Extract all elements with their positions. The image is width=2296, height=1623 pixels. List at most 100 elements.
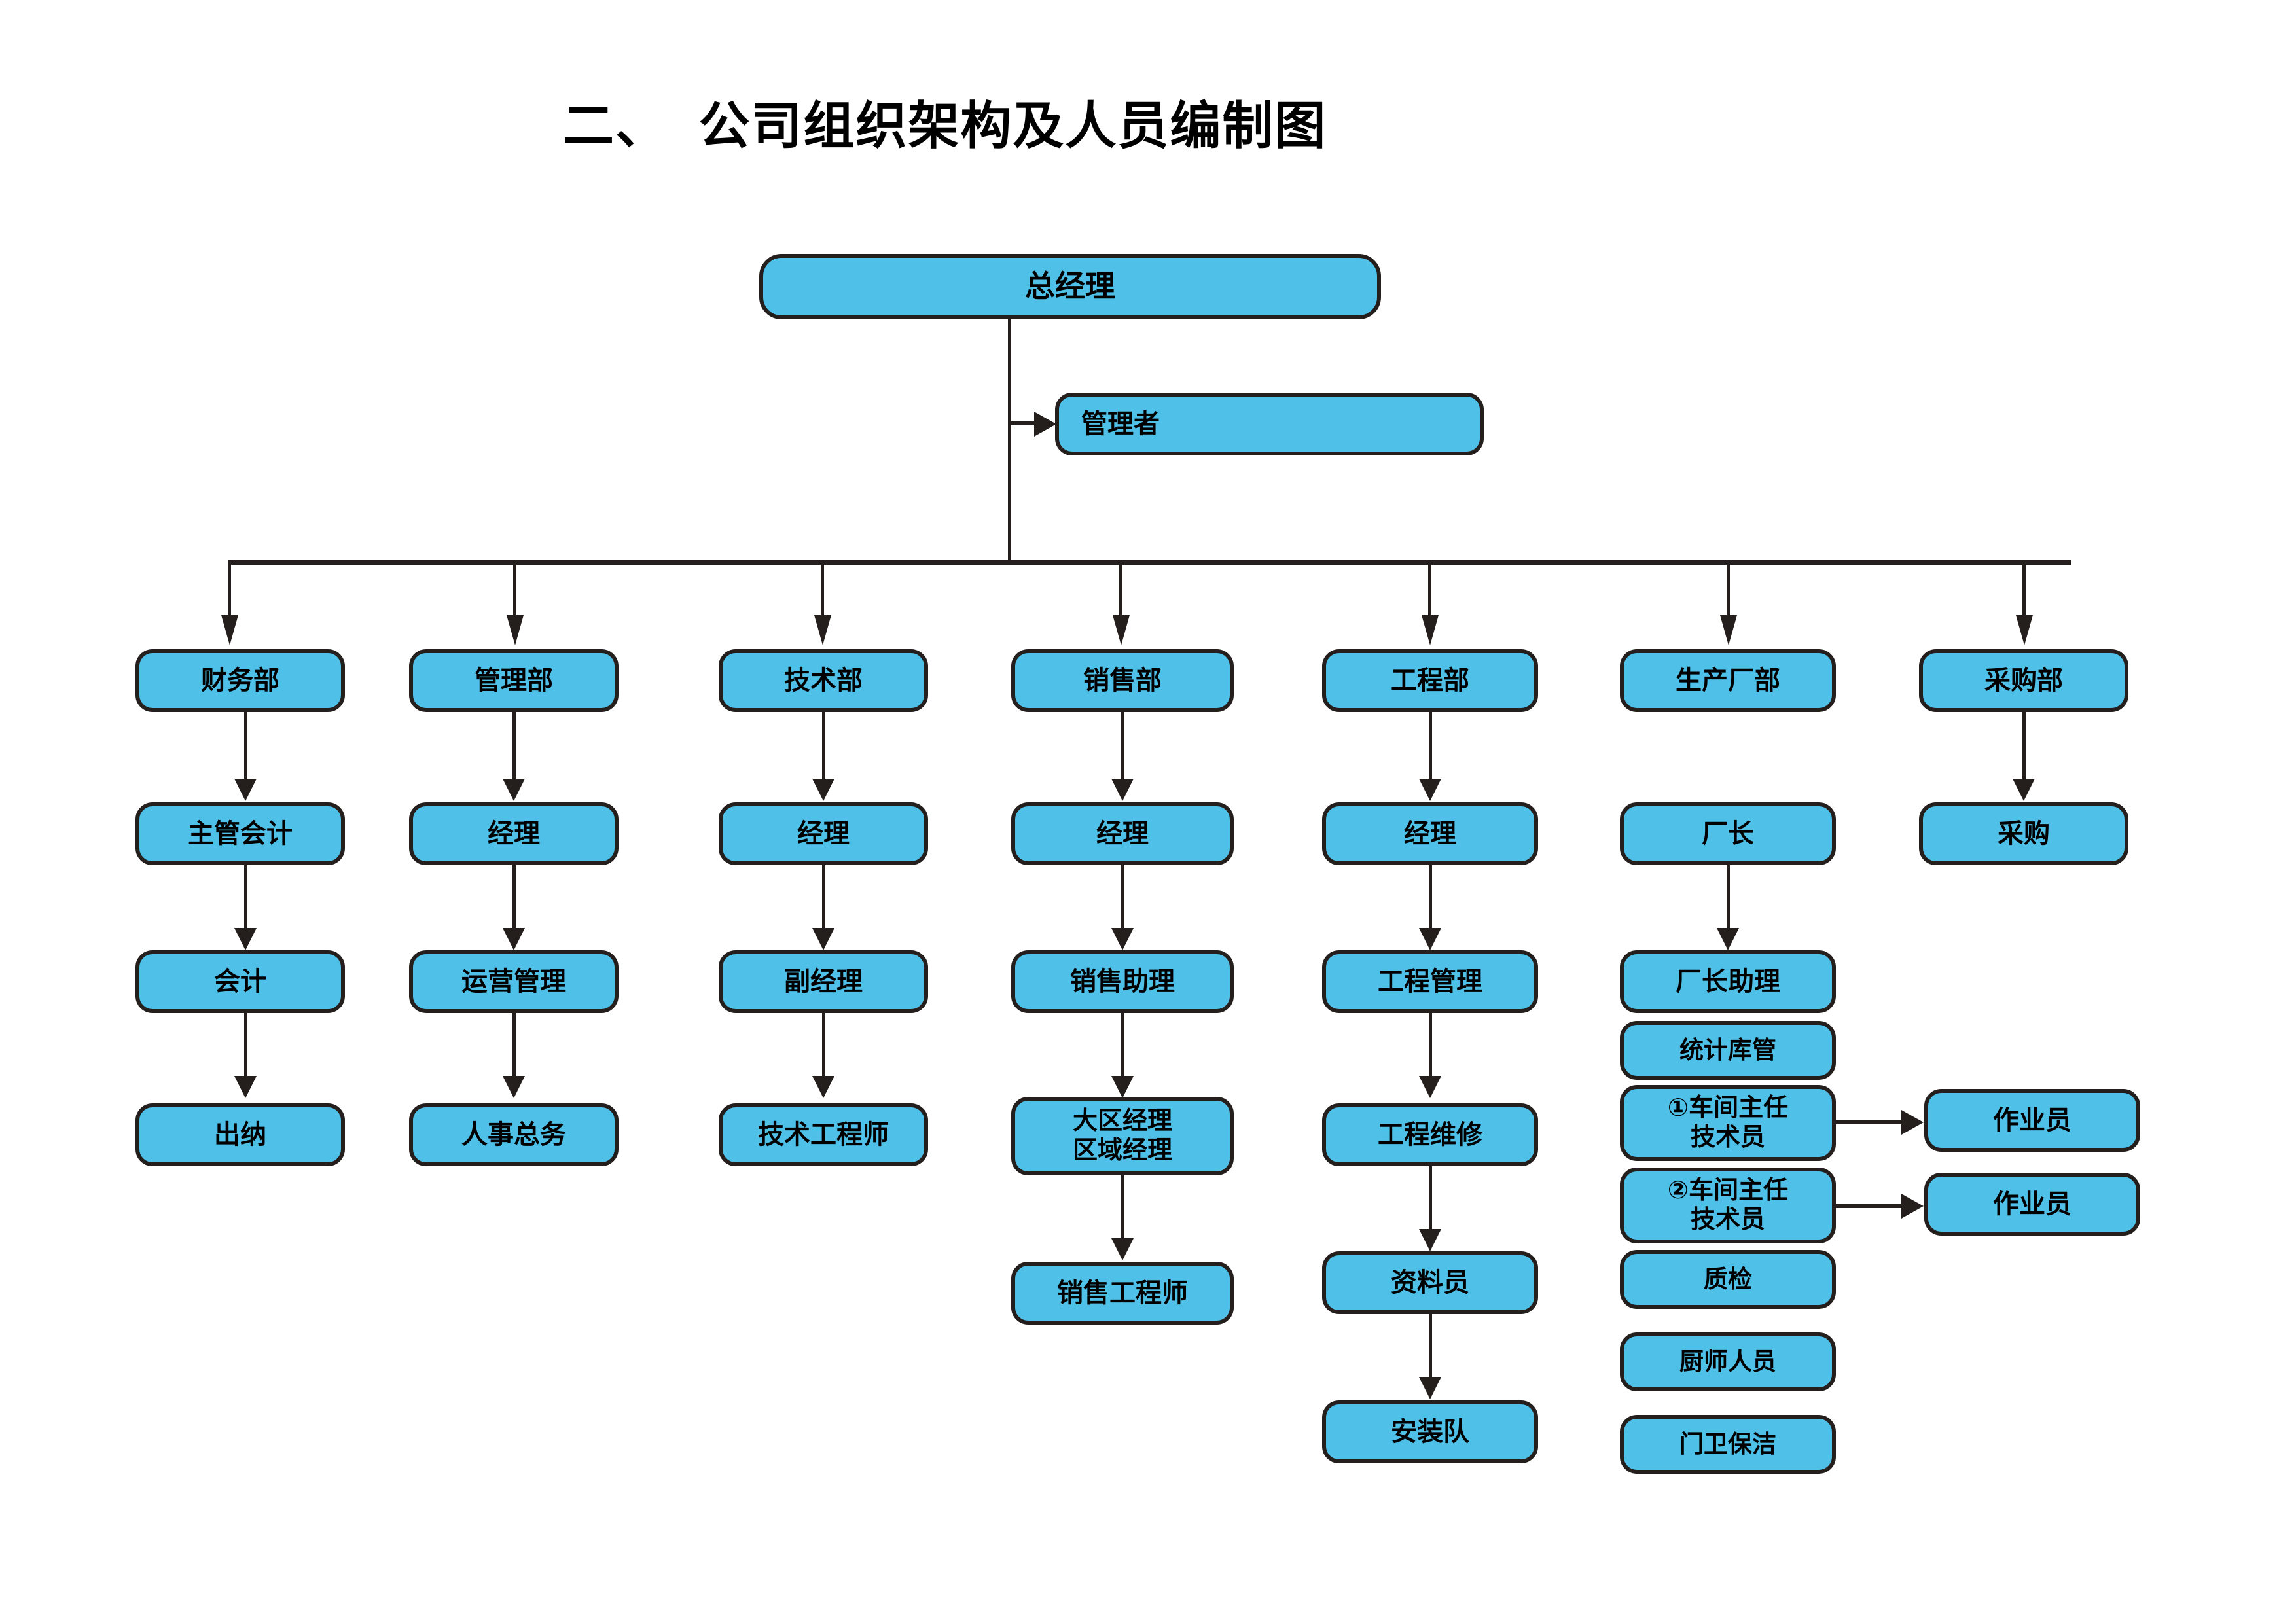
connector-admin-1 — [512, 712, 516, 784]
node-production-workshop-director-2[interactable]: ②车间主任 技术员 — [1620, 1168, 1836, 1243]
arrow-finance-2 — [234, 928, 257, 950]
node-manager[interactable]: 管理者 — [1055, 393, 1484, 455]
connector-sales-2 — [1121, 865, 1124, 933]
connector-drop-engineering — [1428, 560, 1431, 620]
node-dept-tech[interactable]: 技术部 — [719, 649, 928, 712]
connector-engineering-2 — [1429, 865, 1432, 933]
connector-tech-2 — [822, 865, 825, 933]
connector-sales-3 — [1121, 1013, 1124, 1081]
node-production-director-assistant[interactable]: 厂长助理 — [1620, 950, 1836, 1013]
arrow-sales-3 — [1111, 1076, 1134, 1098]
node-admin-manager[interactable]: 经理 — [409, 802, 619, 865]
connector-engineering-3 — [1429, 1013, 1432, 1081]
arrow-sales-1 — [1111, 779, 1134, 801]
arrow-tech-1 — [812, 779, 834, 801]
connector-tech-1 — [822, 712, 825, 784]
connector-admin-2 — [512, 865, 516, 933]
node-engineering-documentation[interactable]: 资料员 — [1322, 1251, 1538, 1314]
connector-drop-admin — [513, 560, 516, 620]
arrow-engineering-1 — [1419, 779, 1441, 801]
arrow-to-dept-purchasing — [2016, 615, 2033, 645]
node-sales-regional-manager[interactable]: 大区经理 区域经理 — [1011, 1097, 1234, 1175]
node-dept-purchasing[interactable]: 采购部 — [1919, 649, 2128, 712]
node-sales-manager[interactable]: 经理 — [1011, 802, 1234, 865]
node-dept-sales[interactable]: 销售部 — [1011, 649, 1234, 712]
connector-department-bus — [228, 560, 2071, 565]
arrow-to-dept-finance — [221, 615, 238, 645]
node-engineering-maintenance[interactable]: 工程维修 — [1322, 1103, 1538, 1166]
node-admin-operations[interactable]: 运营管理 — [409, 950, 619, 1013]
connector-drop-sales — [1119, 560, 1122, 620]
arrow-admin-1 — [503, 779, 525, 801]
node-engineering-installation-team[interactable]: 安装队 — [1322, 1400, 1538, 1463]
arrow-tech-2 — [812, 928, 834, 950]
arrow-to-dept-engineering — [1422, 615, 1439, 645]
connector-drop-tech — [821, 560, 824, 620]
node-admin-hr[interactable]: 人事总务 — [409, 1103, 619, 1166]
arrow-purchasing-1 — [2013, 779, 2035, 801]
arrow-admin-3 — [503, 1076, 525, 1098]
arrow-to-dept-production — [1720, 615, 1737, 645]
arrow-finance-1 — [234, 779, 257, 801]
arrow-production-1 — [1717, 928, 1739, 950]
node-tech-deputy-manager[interactable]: 副经理 — [719, 950, 928, 1013]
arrow-admin-2 — [503, 928, 525, 950]
arrow-engineering-3 — [1419, 1076, 1441, 1098]
node-purchasing-buyer[interactable]: 采购 — [1919, 802, 2128, 865]
node-production-workshop-director-1[interactable]: ①车间主任 技术员 — [1620, 1085, 1836, 1161]
node-tech-manager[interactable]: 经理 — [719, 802, 928, 865]
arrow-to-dept-tech — [814, 615, 831, 645]
node-finance-cashier[interactable]: 出纳 — [135, 1103, 345, 1166]
node-dept-admin[interactable]: 管理部 — [409, 649, 619, 712]
connector-engineering-4 — [1429, 1166, 1432, 1234]
connector-drop-production — [1727, 560, 1730, 620]
connector-finance-3 — [244, 1013, 247, 1081]
connector-tech-3 — [822, 1013, 825, 1081]
arrow-to-dept-admin — [507, 615, 524, 645]
connector-production-1 — [1727, 865, 1730, 933]
connector-purchasing-1 — [2022, 712, 2026, 784]
connector-drop-purchasing — [2022, 560, 2026, 620]
node-sales-assistant[interactable]: 销售助理 — [1011, 950, 1234, 1013]
node-dept-production[interactable]: 生产厂部 — [1620, 649, 1836, 712]
node-general-manager[interactable]: 总经理 — [759, 254, 1381, 319]
node-worker-2[interactable]: 作业员 — [1924, 1173, 2140, 1236]
node-dept-engineering[interactable]: 工程部 — [1322, 649, 1538, 712]
arrow-sales-2 — [1111, 928, 1134, 950]
connector-sales-4 — [1121, 1175, 1124, 1243]
arrow-to-worker-1 — [1901, 1110, 1924, 1135]
arrow-to-dept-sales — [1113, 615, 1130, 645]
connector-trunk-vertical — [1008, 319, 1011, 564]
connector-manager-horizontal — [1008, 421, 1042, 425]
arrow-engineering-5 — [1419, 1377, 1441, 1399]
connector-admin-3 — [512, 1013, 516, 1081]
node-production-security-cleaning[interactable]: 门卫保洁 — [1620, 1415, 1836, 1474]
page-title: 二、 公司组织架构及人员编制图 — [563, 97, 1327, 154]
arrow-engineering-4 — [1419, 1229, 1441, 1251]
node-dept-finance[interactable]: 财务部 — [135, 649, 345, 712]
node-engineering-management[interactable]: 工程管理 — [1322, 950, 1538, 1013]
arrow-to-worker-2 — [1901, 1194, 1924, 1219]
node-production-quality-inspection[interactable]: 质检 — [1620, 1250, 1836, 1309]
connector-finance-1 — [244, 712, 247, 784]
node-production-statistics-warehouse[interactable]: 统计库管 — [1620, 1021, 1836, 1080]
node-production-kitchen-staff[interactable]: 厨师人员 — [1620, 1332, 1836, 1391]
node-production-plant-director[interactable]: 厂长 — [1620, 802, 1836, 865]
arrow-to-manager — [1034, 412, 1056, 437]
connector-drop-finance — [228, 560, 231, 620]
connector-sales-1 — [1121, 712, 1124, 784]
arrow-finance-3 — [234, 1076, 257, 1098]
arrow-engineering-2 — [1419, 928, 1441, 950]
arrow-tech-3 — [812, 1076, 834, 1098]
node-tech-engineer[interactable]: 技术工程师 — [719, 1103, 928, 1166]
node-finance-chief-accountant[interactable]: 主管会计 — [135, 802, 345, 865]
connector-workshop-1-to-worker — [1836, 1120, 1908, 1124]
connector-workshop-2-to-worker — [1836, 1204, 1908, 1208]
connector-engineering-1 — [1429, 712, 1432, 784]
connector-engineering-5 — [1429, 1314, 1432, 1382]
node-engineering-manager[interactable]: 经理 — [1322, 802, 1538, 865]
node-sales-engineer[interactable]: 销售工程师 — [1011, 1262, 1234, 1325]
node-finance-accountant[interactable]: 会计 — [135, 950, 345, 1013]
node-worker-1[interactable]: 作业员 — [1924, 1089, 2140, 1152]
